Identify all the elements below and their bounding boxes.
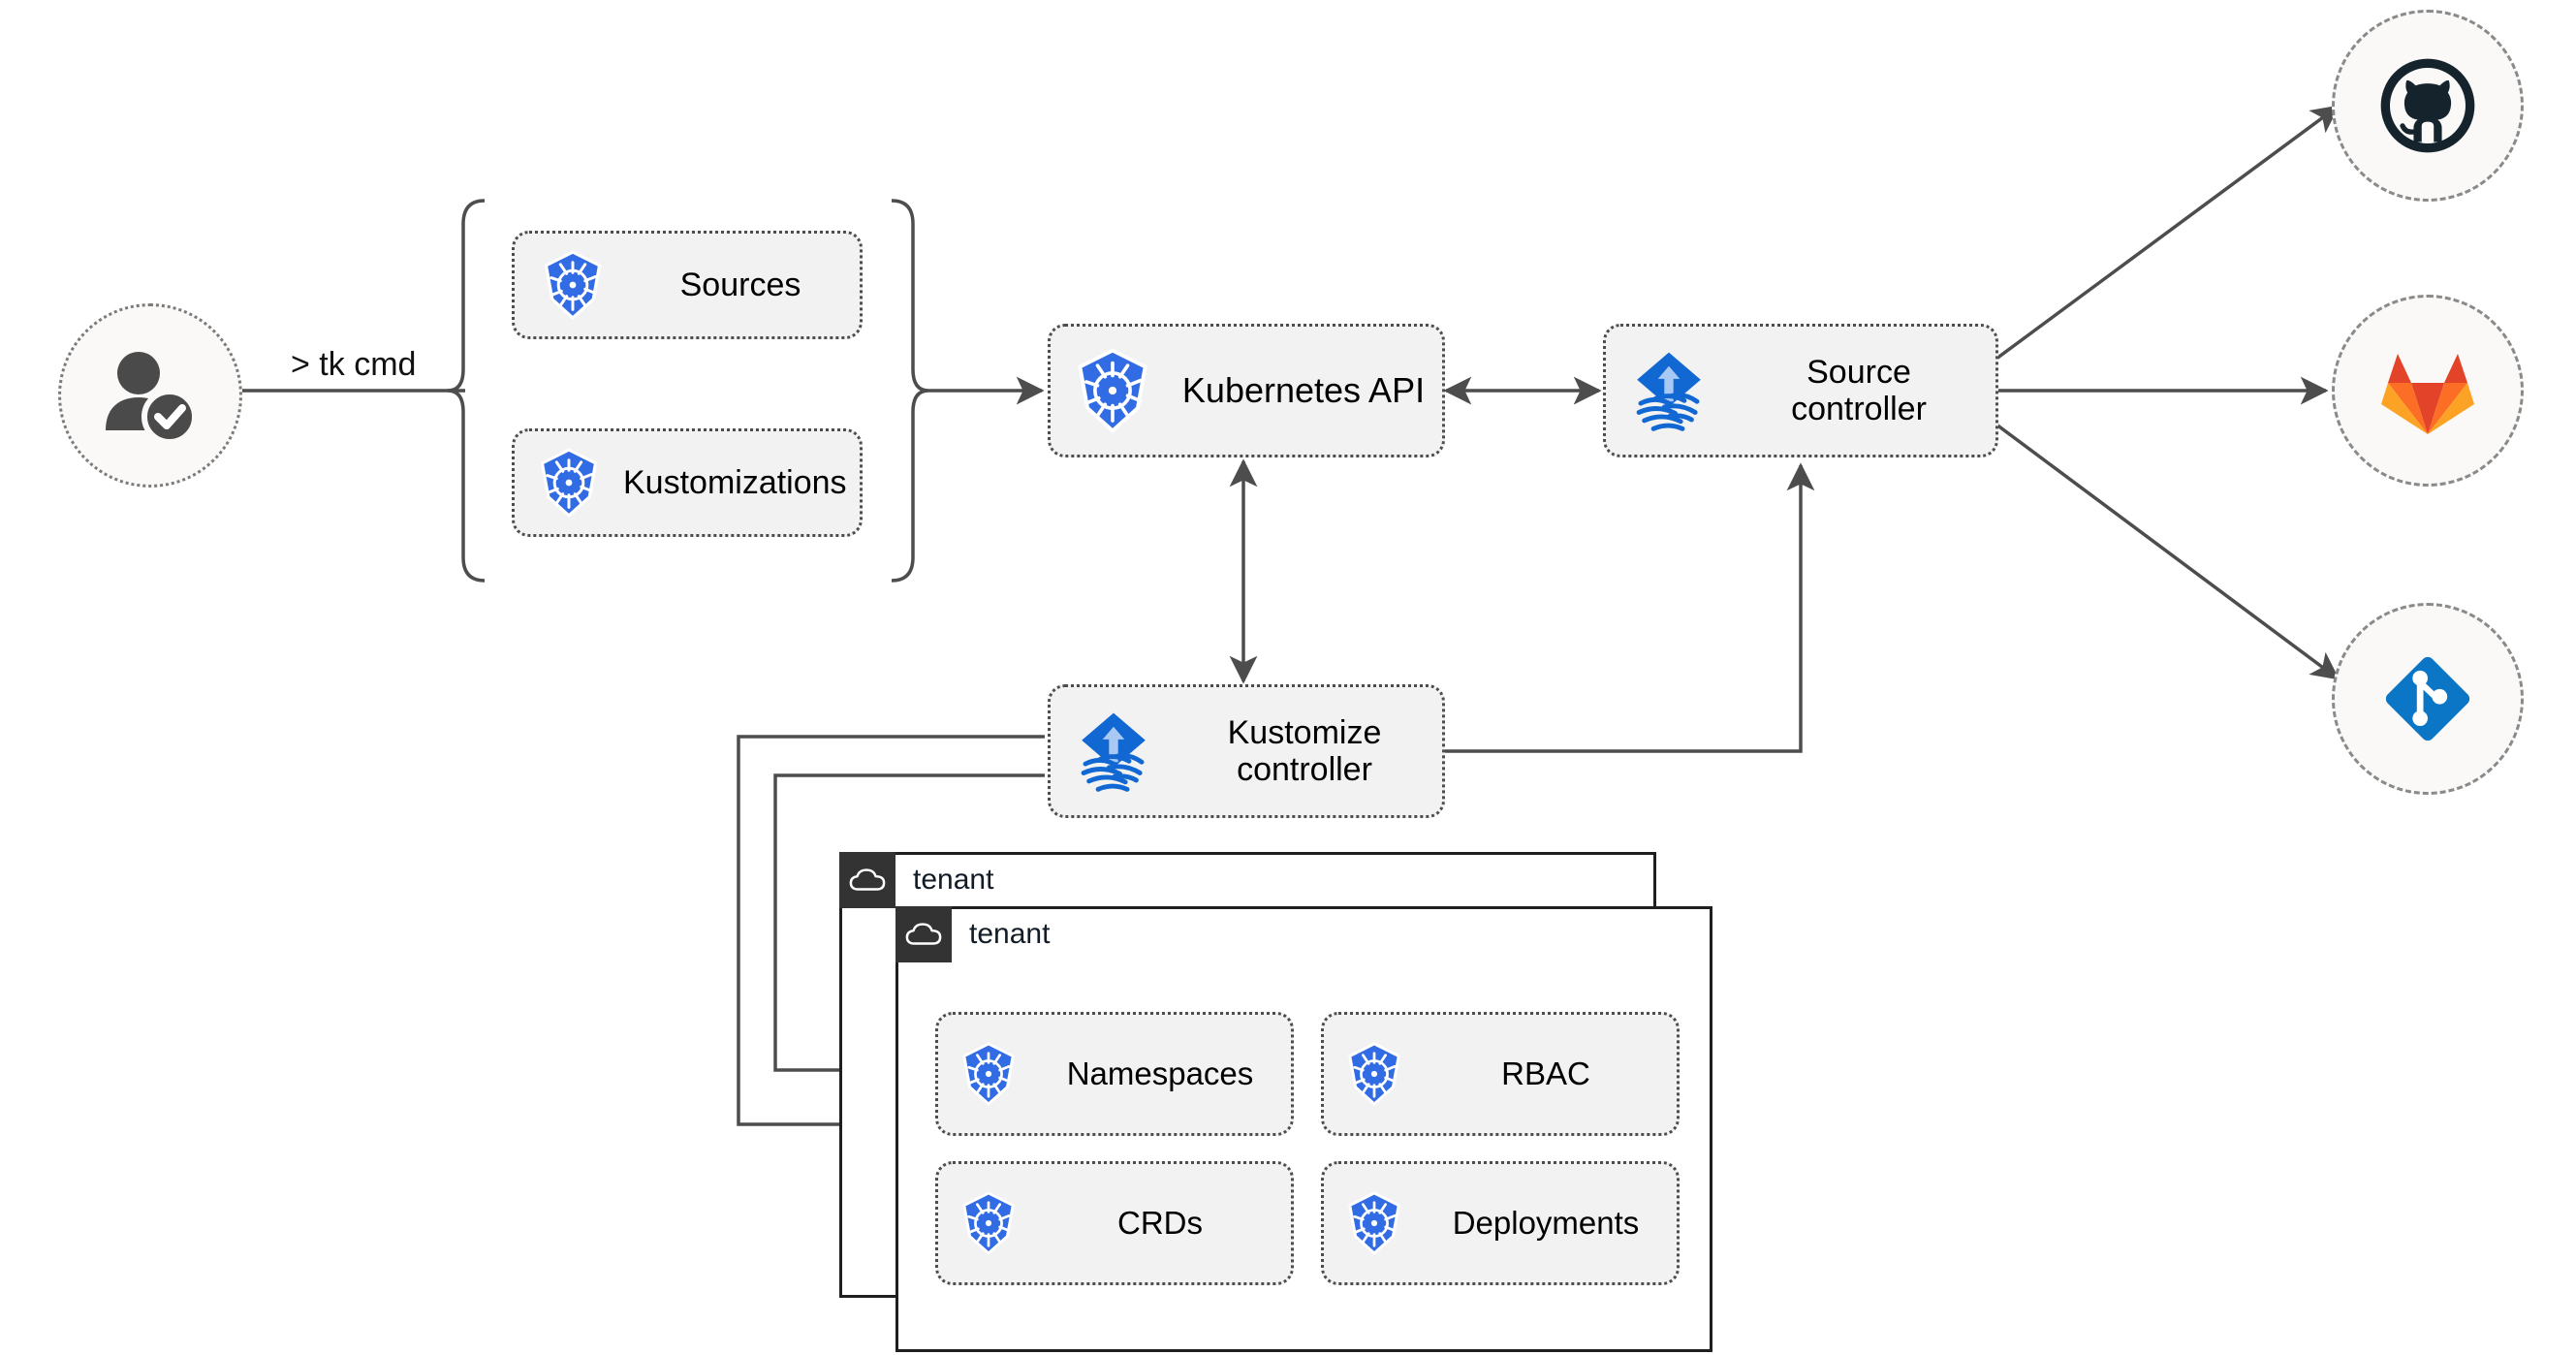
cloud-icon xyxy=(839,852,895,908)
tenant-panel-2[interactable]: tenant xyxy=(895,906,1712,1352)
node-label: Kustomizations xyxy=(623,463,847,501)
node-sources[interactable]: Sources xyxy=(512,231,863,339)
tenant-title: tenant xyxy=(969,918,1051,950)
node-source-controller[interactable]: Source controller xyxy=(1603,324,1998,457)
node-kubernetes-api[interactable]: Kubernetes API xyxy=(1048,324,1445,457)
kubernetes-icon xyxy=(938,1191,1039,1255)
tenant-header: tenant xyxy=(895,906,1050,962)
node-label: Kubernetes API xyxy=(1181,369,1426,410)
node-label: CRDs xyxy=(1117,1204,1203,1241)
kubernetes-icon xyxy=(1051,348,1175,433)
node-namespaces[interactable]: Namespaces xyxy=(935,1012,1294,1136)
kubernetes-icon xyxy=(515,250,631,320)
tenant-resource-grid: Namespaces xyxy=(935,1012,1680,1285)
provider-git-repos[interactable] xyxy=(2332,603,2524,795)
node-label: Deployments xyxy=(1452,1204,1640,1241)
kubernetes-icon xyxy=(1324,1191,1425,1255)
actor-node[interactable] xyxy=(58,303,242,488)
left-brace xyxy=(447,199,486,583)
node-rbac[interactable]: RBAC xyxy=(1321,1012,1680,1136)
node-label: Sources xyxy=(679,266,801,303)
node-label: RBAC xyxy=(1501,1055,1590,1091)
kubernetes-icon xyxy=(1324,1042,1425,1106)
flux-icon xyxy=(1051,708,1177,795)
edge-kustomize-to-source-controller xyxy=(1444,462,1815,753)
node-label: Namespaces xyxy=(1066,1055,1254,1091)
edge-source-to-git-repos xyxy=(1995,423,2340,680)
edge-source-to-github xyxy=(1995,105,2340,361)
node-kustomizations[interactable]: Kustomizations xyxy=(512,428,863,537)
tenant-title: tenant xyxy=(913,864,994,896)
provider-gitlab[interactable] xyxy=(2332,295,2524,487)
cloud-icon xyxy=(895,906,952,962)
node-label: Kustomize controller xyxy=(1227,713,1382,788)
user-check-icon xyxy=(96,347,204,444)
node-crds[interactable]: CRDs xyxy=(935,1161,1294,1285)
node-kustomize-controller[interactable]: Kustomize controller xyxy=(1048,684,1445,818)
tenant-header: tenant xyxy=(839,852,993,908)
kubernetes-icon xyxy=(938,1042,1039,1106)
git-repos-icon xyxy=(2373,645,2482,753)
kubernetes-icon xyxy=(515,448,623,518)
gitlab-icon xyxy=(2376,342,2479,439)
right-brace xyxy=(891,199,929,583)
flux-icon xyxy=(1606,347,1732,434)
node-label: Source controller xyxy=(1791,353,1927,427)
node-deployments[interactable]: Deployments xyxy=(1321,1161,1680,1285)
provider-github[interactable] xyxy=(2332,10,2524,202)
github-icon xyxy=(2377,55,2478,156)
command-label: > tk cmd xyxy=(291,346,417,383)
